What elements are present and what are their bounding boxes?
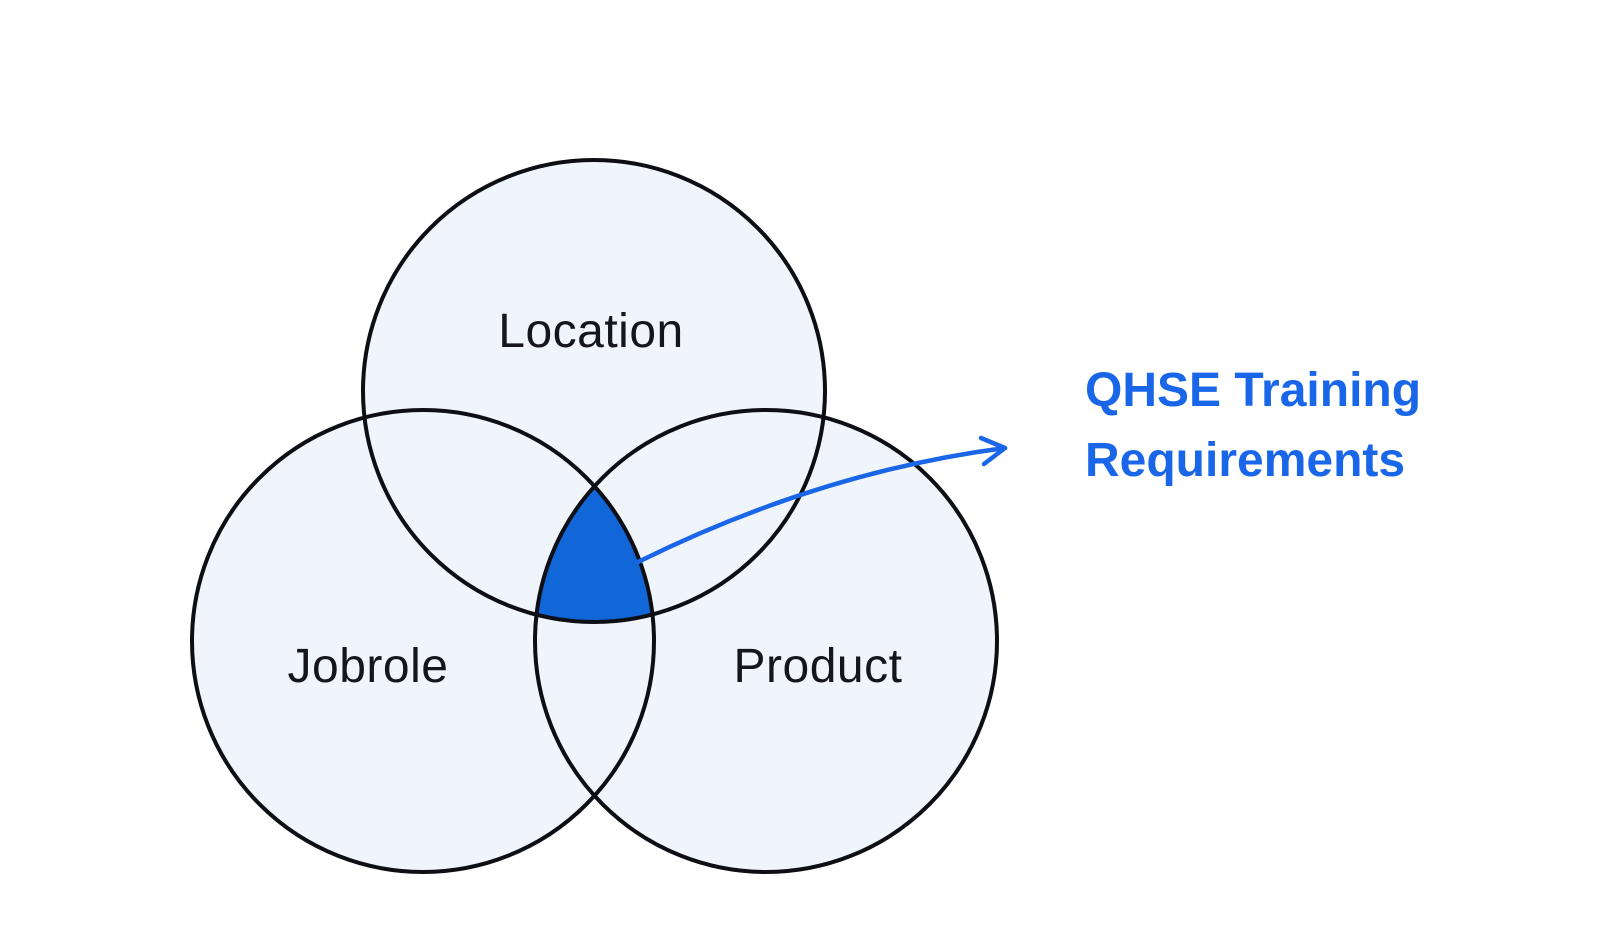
annotation-line-2: Requirements [1085, 434, 1405, 487]
jobrole-circle-outline [190, 408, 656, 874]
jobrole-circle [192, 410, 654, 872]
product-circle [535, 410, 997, 872]
product-circle-label: Product [734, 640, 903, 693]
annotation-arrow-shaft [635, 445, 1008, 565]
jobrole-circle-label: Jobrole [288, 640, 449, 693]
annotation-arrow [635, 435, 1008, 565]
location-circle-label: Location [498, 305, 683, 358]
arrow-head-icon [978, 435, 1008, 467]
product-circle-outline [533, 408, 999, 874]
location-circle-outline [361, 158, 827, 624]
circle-outlines [190, 158, 999, 874]
annotation-line-1: QHSE Training [1085, 364, 1421, 417]
